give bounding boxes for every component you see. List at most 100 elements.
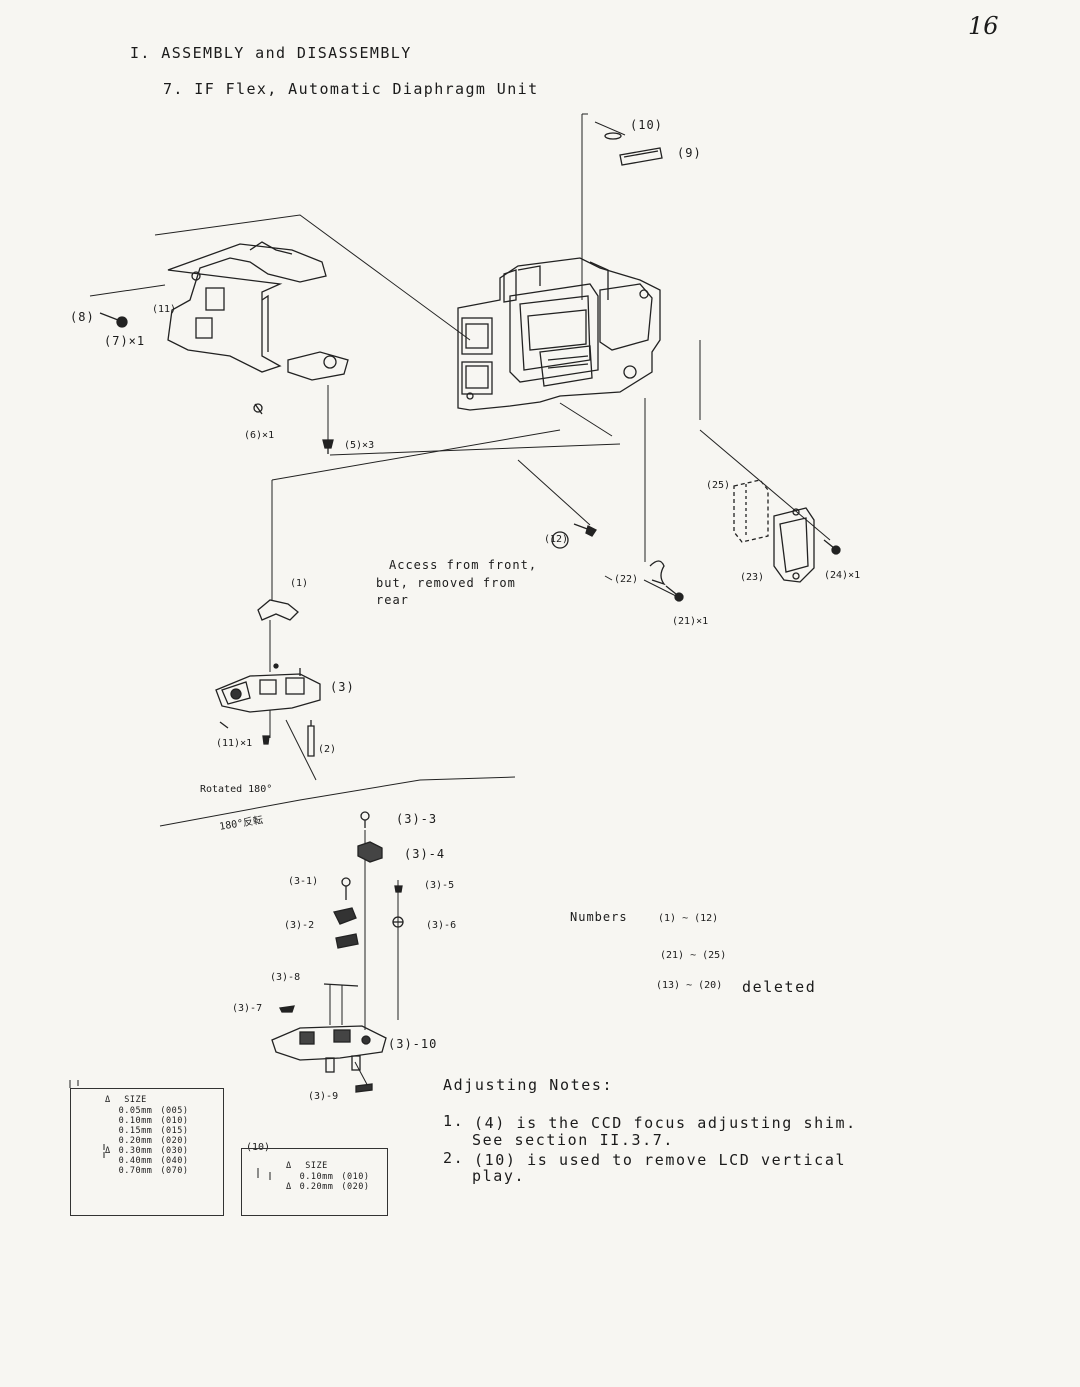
table-row: 0.05mm (005) [101,1106,192,1116]
screw-part-8 [99,312,128,328]
label-part-25: (25) [706,480,731,491]
spring-part-3-6 [392,916,404,928]
adjusting-notes-title: Adjusting Notes: [443,1076,614,1094]
section-heading: I. ASSEMBLY and DISASSEMBLY [130,44,412,62]
spring-part-22 [649,560,666,586]
lcd-cover-part-9 [619,147,663,166]
label-part-3-5: (3)-5 [424,880,455,891]
shim-size: 0.40mm [118,1156,153,1166]
screw-part-24 [823,539,841,555]
table-row: 0.10mm (010) [101,1116,192,1126]
ccd-frame-unit [457,257,661,411]
numbers-note-range-1: (1) ~ (12) [658,913,719,924]
screw-part-3-3 [360,811,370,828]
clip-part-1 [257,599,299,621]
shim-size: 0.10mm [299,1172,334,1182]
shim-table-header-size: SIZE [124,1095,147,1105]
numbers-note-range-2: (21) ~ (25) [660,950,727,961]
table-row: 0.15mm (015) [101,1126,192,1136]
adjusting-note-1-line-2: See section II.3.7. [472,1131,674,1149]
table-row: 0.10mm (010) [282,1172,373,1182]
label-part-23: (23) [740,572,765,583]
label-part-3-8: (3)-8 [270,972,301,983]
label-part-8: (8) [70,310,95,324]
shim-table-10-label: (10) [246,1142,271,1153]
lcd-shim-part-10 [604,132,622,140]
adjusting-note-2-line-1: (10) is used to remove LCD vertical [474,1151,847,1169]
shim-size: 0.05mm [118,1106,153,1116]
shim-table-10-header-mark: Δ [286,1161,292,1171]
shim-code: (015) [160,1126,189,1136]
pin-part-3-1 [341,877,351,900]
label-part-3-10: (3)-10 [388,1037,438,1051]
shim-size: 0.15mm [118,1126,153,1136]
label-part-3: (3) [330,680,355,694]
table-row: 0.40mm(040) [101,1156,192,1166]
label-part-3-9: (3)-9 [308,1091,339,1102]
access-note-line-1: Access from front, [389,558,538,572]
label-part-24: (24)×1 [824,570,861,581]
page-number: 16 [968,12,999,40]
washer-part-3-8 [323,983,359,987]
shim-mark: Δ [105,1146,111,1156]
shim-code: (010) [341,1172,370,1182]
label-part-3-7: (3)-7 [232,1003,263,1014]
shim-code: (070) [160,1166,189,1176]
if-flex-bracket [167,241,349,381]
label-part-21: (21)×1 [672,616,709,627]
adjusting-note-2-number: 2. [443,1149,465,1167]
label-part-10: (10) [630,118,663,132]
label-part-22: (22) [614,574,639,585]
shim-mark: Δ [286,1182,292,1192]
table-side-marks [69,1080,271,1180]
label-part-3-1: (3-1) [288,876,319,887]
lever-part-3-2 [333,907,359,949]
circled-number-12-icon [551,531,569,549]
shim-size: 0.20mm [118,1136,153,1146]
access-note-line-2: but, removed from [376,576,516,590]
access-note-line-3: rear [376,593,409,607]
shim-size: 0.30mm [118,1146,153,1156]
label-part-7: (7)×1 [104,334,146,348]
shim-size: 0.10mm [118,1116,153,1126]
shim-table-header-mark: Δ [105,1095,111,1105]
pin-part-3-9 [355,1083,373,1093]
guide-lines [89,113,831,1091]
screw-part-6 [253,403,263,415]
gear-part-3-4 [357,841,383,863]
base-plate-part-3-10 [271,1025,387,1073]
bracket-part-25 [733,479,769,543]
shim-size: 0.70mm [118,1166,153,1176]
screw-part-5 [322,439,334,454]
subsection-heading: 7. IF Flex, Automatic Diaphragm Unit [163,80,539,98]
numbers-note-label: Numbers [570,910,628,924]
screw-part-3-5 [394,885,403,893]
shim-code: (010) [160,1116,189,1126]
label-part-5: (5)×3 [344,440,375,451]
table-row: 0.70mm (070) [101,1166,192,1176]
numbers-note-range-3: (13) ~ (20) [656,980,723,991]
shim-table-10-header-size: SIZE [305,1161,328,1171]
shim-code: (020) [160,1136,189,1146]
adjusting-note-1-number: 1. [443,1112,465,1130]
shim-code: (020) [341,1182,370,1192]
diaphragm-assembly-part-3 [215,663,321,713]
label-part-6: (6)×1 [244,430,275,441]
label-part-11: (11) [152,304,177,315]
label-part-9: (9) [677,146,702,160]
label-part-3-3: (3)-3 [396,812,438,826]
adjusting-note-1-line-1: (4) is the CCD focus adjusting shim. [474,1114,857,1132]
shim-code: (005) [160,1106,189,1116]
screw-part-21 [665,585,684,602]
label-part-2: (2) [318,744,337,755]
adjusting-note-2-line-2: play. [472,1167,526,1185]
shim-code: (030) [160,1146,189,1156]
label-part-3-6: (3)-6 [426,920,457,931]
label-part-11-x1: (11)×1 [216,738,253,749]
label-part-1: (1) [290,578,309,589]
screw-part-11 [219,721,270,745]
label-part-12: (12) [544,534,569,545]
rotated-label: Rotated 180° [200,784,273,795]
